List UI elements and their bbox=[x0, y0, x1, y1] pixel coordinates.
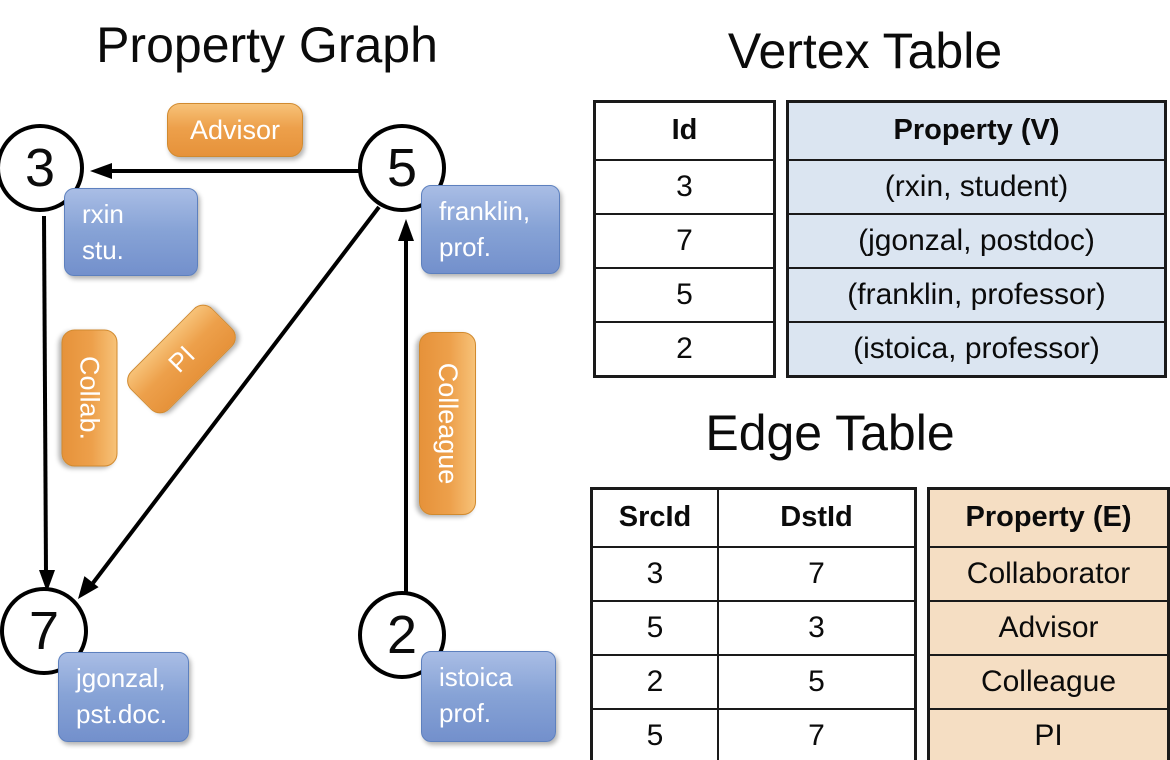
vertex-table-property-cell: (istoica, professor) bbox=[789, 321, 1164, 375]
node-2-id: 2 bbox=[386, 605, 418, 665]
edge-3-7-arrowhead bbox=[39, 570, 55, 592]
edge-label-collab: Collab. bbox=[61, 329, 118, 467]
edge-table-ids-columns: SrcId DstId 3 7 5 3 2 5 5 7 bbox=[590, 487, 917, 760]
edge-5-7-line bbox=[91, 205, 381, 585]
edge-table-srcid-cell: 2 bbox=[593, 654, 717, 708]
node-7-id: 7 bbox=[28, 601, 60, 661]
vertex-card-istoica-line1: istoica bbox=[439, 662, 513, 692]
vertex-card-jgonzal-line1: jgonzal, bbox=[76, 663, 166, 693]
vertex-table-property-column: Property (V) (rxin, student) (jgonzal, p… bbox=[786, 100, 1167, 378]
edge-table-property-cell: Collaborator bbox=[930, 546, 1167, 600]
vertex-table-id-column: Id 3 7 5 2 bbox=[593, 100, 776, 378]
vertex-table-property-cell: (rxin, student) bbox=[789, 159, 1164, 213]
edge-5-7-arrowhead bbox=[78, 576, 99, 599]
edge-5-3-arrowhead bbox=[90, 163, 112, 179]
vertex-table-header-id: Id bbox=[671, 114, 698, 146]
node-5-id: 5 bbox=[386, 138, 418, 198]
edge-table-property-column: Property (E) Collaborator Advisor Collea… bbox=[927, 487, 1170, 760]
edge-label-colleague: Colleague bbox=[419, 332, 476, 515]
edge-table-header-dstid: DstId bbox=[717, 490, 914, 546]
edge-table-header-srcid: SrcId bbox=[618, 501, 692, 533]
graph-node-5: 5 bbox=[358, 124, 446, 212]
vertex-table-id-cell: 7 bbox=[596, 213, 773, 267]
edge-3-7-line bbox=[42, 215, 48, 575]
edge-table-title: Edge Table bbox=[705, 405, 955, 461]
vertex-table-property-cell: (jgonzal, postdoc) bbox=[789, 213, 1164, 267]
vertex-card-franklin-line2: prof. bbox=[439, 231, 492, 262]
vertex-card-istoica: istoica prof. bbox=[421, 651, 556, 742]
edge-table-property-cell: Colleague bbox=[930, 654, 1167, 708]
vertex-table-id-cell: 3 bbox=[596, 159, 773, 213]
edge-table-srcid-cell: 5 bbox=[593, 708, 717, 760]
vertex-table-header-property: Property (V) bbox=[789, 103, 1164, 159]
property-graph-title: Property Graph bbox=[96, 17, 438, 73]
vertex-table-id-cell: 2 bbox=[596, 321, 773, 375]
edge-table-property-cell: PI bbox=[930, 708, 1167, 760]
edge-table-property-cell: Advisor bbox=[930, 600, 1167, 654]
edge-table-srcid-cell: 5 bbox=[593, 600, 717, 654]
vertex-card-rxin: rxin stu. bbox=[64, 188, 198, 276]
vertex-card-franklin: franklin, prof. bbox=[421, 185, 560, 274]
edge-table-header-property: Property (E) bbox=[930, 490, 1167, 546]
graph-node-7: 7 bbox=[0, 587, 88, 675]
vertex-card-jgonzal: jgonzal, pst.doc. bbox=[58, 652, 189, 742]
edge-table: SrcId DstId 3 7 5 3 2 5 5 7 Property (E)… bbox=[590, 487, 1170, 760]
edge-table-dstid-cell: 7 bbox=[717, 546, 914, 600]
vertex-card-jgonzal-line2: pst.doc. bbox=[76, 698, 168, 729]
edge-2-5-arrowhead bbox=[398, 219, 414, 241]
vertex-table-id-cell: 5 bbox=[596, 267, 773, 321]
vertex-table: Id 3 7 5 2 Property (V) (rxin, student) … bbox=[593, 100, 1167, 378]
vertex-card-rxin-line1: rxin bbox=[82, 199, 124, 229]
node-3-id: 3 bbox=[24, 138, 56, 198]
edge-table-dstid-cell: 5 bbox=[717, 654, 914, 708]
vertex-table-title: Vertex Table bbox=[727, 23, 1003, 79]
vertex-table-property-cell: (franklin, professor) bbox=[789, 267, 1164, 321]
edge-table-srcid-cell: 3 bbox=[593, 546, 717, 600]
edge-label-advisor: Advisor bbox=[167, 103, 303, 157]
vertex-card-franklin-line1: franklin, bbox=[439, 196, 531, 226]
edge-table-dstid-cell: 3 bbox=[717, 600, 914, 654]
graph-edges-svg bbox=[39, 163, 414, 599]
edge-table-dstid-cell: 7 bbox=[717, 708, 914, 760]
vertex-card-rxin-line2: stu. bbox=[82, 234, 124, 265]
vertex-card-istoica-line2: prof. bbox=[439, 697, 492, 728]
